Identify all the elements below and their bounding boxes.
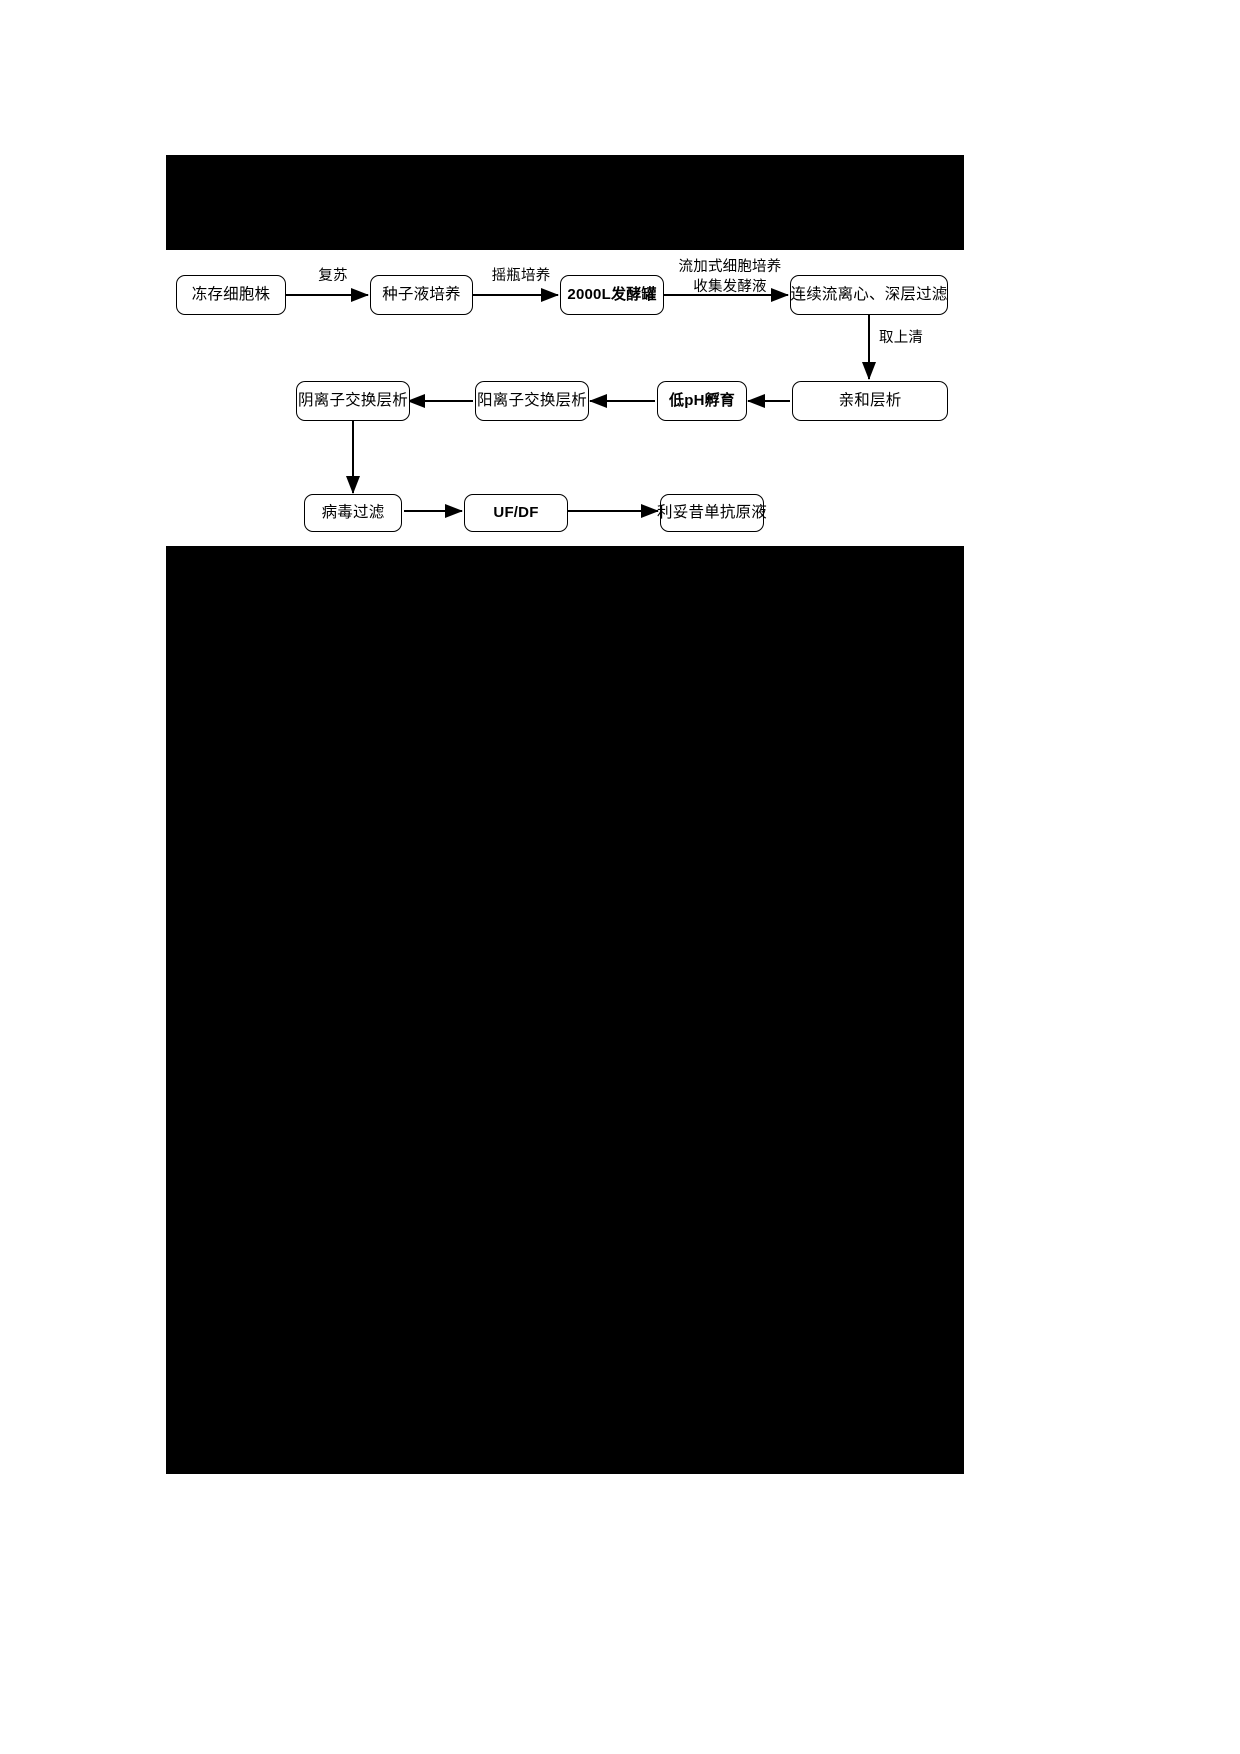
node-seed-culture[interactable]: 种子液培养 — [370, 275, 473, 315]
node-cation-exchange-chromatography[interactable]: 阳离子交换层析 — [475, 381, 589, 421]
edge-label-revive: 复苏 — [318, 268, 348, 284]
node-virus-filtration[interactable]: 病毒过滤 — [304, 494, 402, 532]
node-anion-exchange-chromatography[interactable]: 阴离子交换层析 — [296, 381, 410, 421]
node-low-ph-incubation[interactable]: 低pH孵育 — [657, 381, 747, 421]
top-redaction-block — [166, 155, 964, 250]
edge-label-shake-flask-culture: 摇瓶培养 — [491, 268, 551, 284]
node-2000l-fermenter[interactable]: 2000L发酵罐 — [560, 275, 664, 315]
edge-label-fedbatch-line2: 收集发酵液 — [693, 278, 767, 295]
bottom-redaction-block — [166, 546, 964, 1474]
node-rituximab-drug-substance[interactable]: 利妥昔单抗原液 — [657, 494, 767, 532]
node-uf-df[interactable]: UF/DF — [464, 494, 568, 532]
node-continuous-centrifugation-depth-filtration[interactable]: 连续流离心、深层过滤 — [790, 275, 948, 315]
edge-label-fedbatch-culture: 流加式细胞培养 收集发酵液 — [672, 258, 788, 297]
edge-label-take-supernatant: 取上清 — [879, 330, 924, 346]
edge-label-fedbatch-line1: 流加式细胞培养 — [678, 259, 782, 275]
node-affinity-chromatography[interactable]: 亲和层析 — [792, 381, 948, 421]
node-cryopreserved-cell-line[interactable]: 冻存细胞株 — [176, 275, 286, 315]
